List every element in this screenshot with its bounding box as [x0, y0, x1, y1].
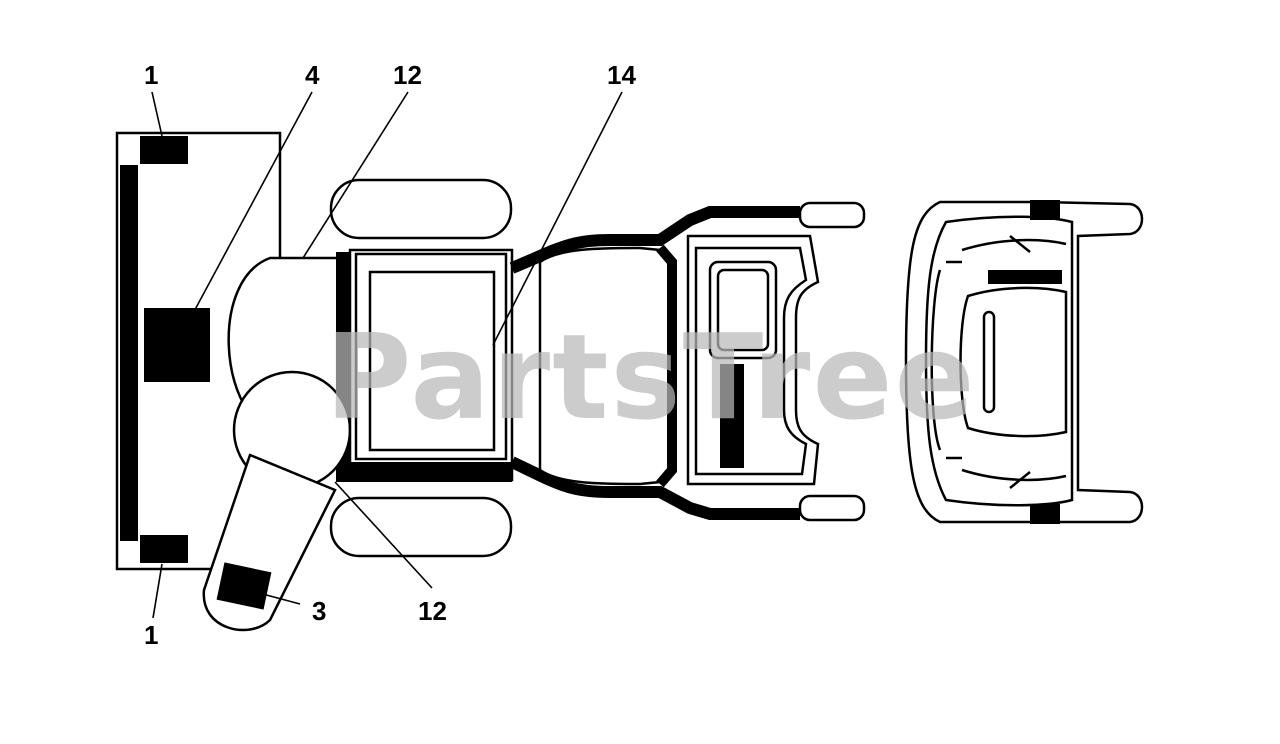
deck-edge-bar: [120, 165, 138, 541]
callouts: 1 4 12 14 3 12 1: [144, 60, 636, 650]
leader-4: [175, 91, 313, 346]
leader-12-top: [302, 91, 409, 259]
callout-12-bottom: 12: [418, 596, 447, 626]
handle-grip-top: [798, 201, 866, 229]
control-panel: [686, 234, 820, 486]
control-panel-decal: [720, 364, 744, 468]
callout-12-top: 12: [393, 60, 422, 90]
leader-lines: [151, 91, 623, 619]
callout-3: 3: [312, 596, 326, 626]
handle-grip-bottom: [798, 494, 866, 522]
leader-3: [239, 587, 301, 605]
seat-frame: [348, 248, 514, 482]
leader-12-bottom: [334, 481, 433, 589]
decal-1-top: [140, 136, 188, 164]
platform-decal-mid: [988, 270, 1062, 284]
callout-1-top: 1: [144, 60, 158, 90]
wheel-top: [329, 178, 513, 240]
operator-platform: [904, 200, 1144, 524]
decal-1-bottom: [140, 535, 188, 563]
callout-14: 14: [607, 60, 636, 90]
callout-1-bottom: 1: [144, 620, 158, 650]
watermark-text: PartsTree: [325, 308, 977, 446]
leader-1-bottom: [152, 563, 163, 619]
wheel-bottom: [329, 496, 513, 558]
frame-arms: [509, 206, 800, 520]
decal-3: [216, 562, 272, 610]
platform-decal-top: [1030, 200, 1060, 220]
decal-4: [144, 308, 210, 382]
callout-4: 4: [305, 60, 320, 90]
decal-14-panel: [368, 270, 496, 452]
platform-decal-bottom: [1030, 504, 1060, 524]
leader-14: [492, 91, 623, 346]
leader-1-top: [151, 91, 163, 137]
